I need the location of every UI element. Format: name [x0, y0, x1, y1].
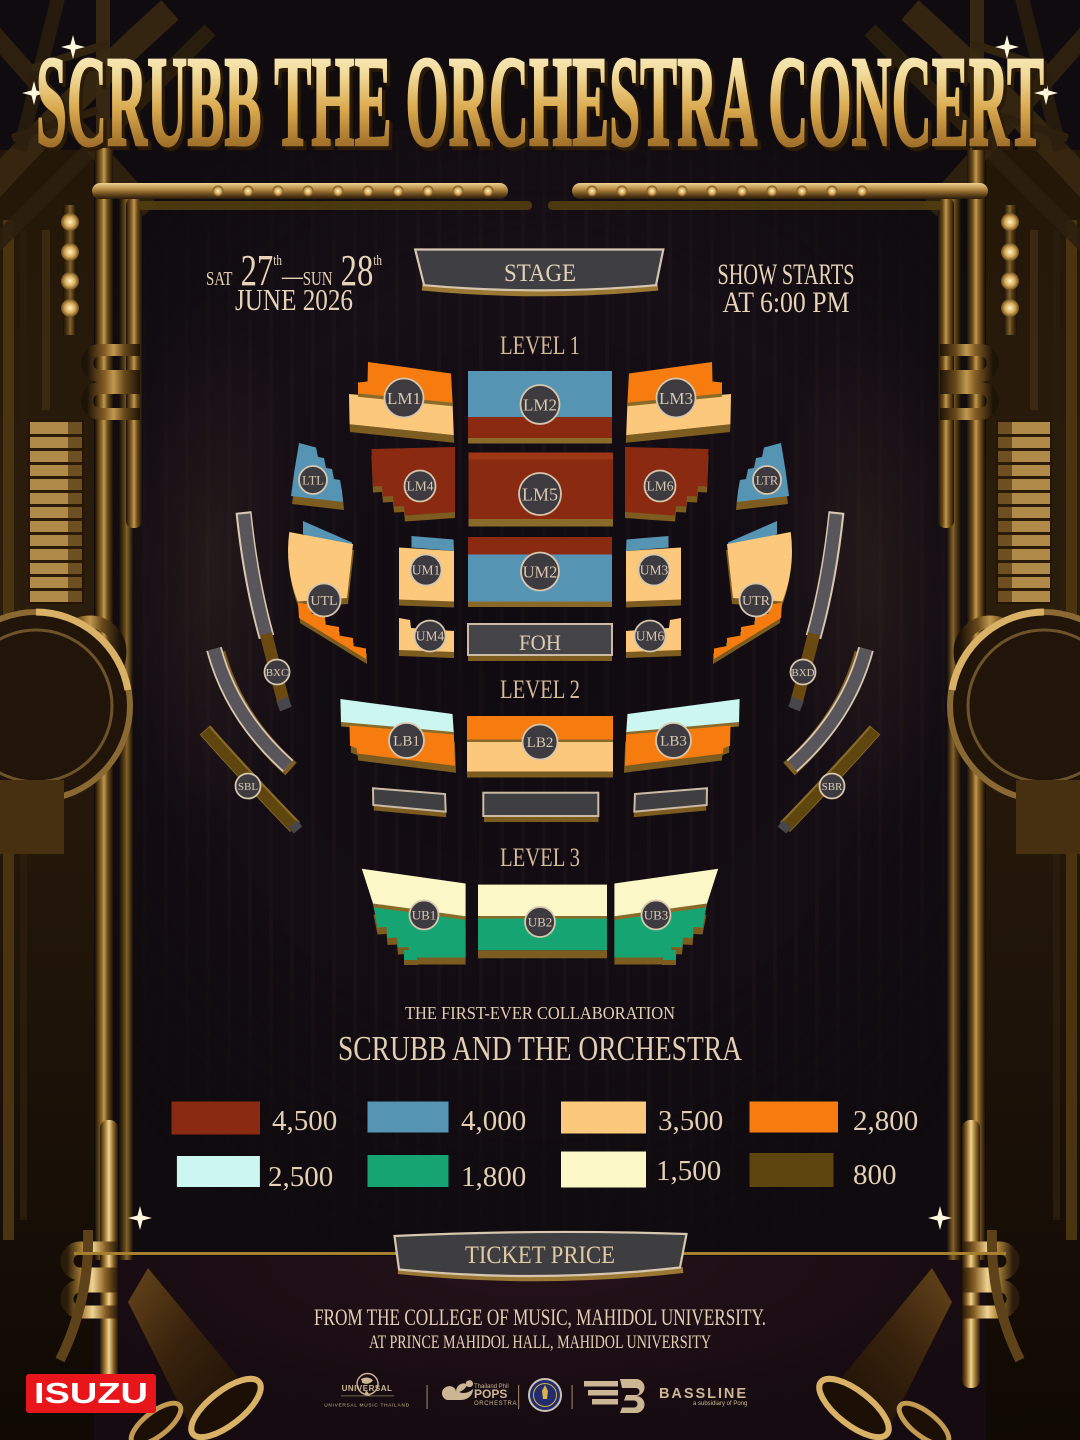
- svg-text:UTR: UTR: [742, 594, 771, 609]
- svg-text:SBR: SBR: [822, 781, 843, 793]
- svg-text:ISUZU: ISUZU: [34, 1378, 148, 1410]
- svg-text:LB2: LB2: [527, 735, 554, 751]
- svg-text:BASSLINE: BASSLINE: [659, 1385, 748, 1402]
- svg-text:UB3: UB3: [644, 908, 669, 923]
- svg-text:4,000: 4,000: [461, 1105, 526, 1137]
- svg-text:SCRUBB THE ORCHESTRA CONCERT: SCRUBB THE ORCHESTRA CONCERT: [36, 30, 1044, 174]
- svg-text:FROM THE COLLEGE OF MUSIC, MAH: FROM THE COLLEGE OF MUSIC, MAHIDOL UNIVE…: [314, 1305, 766, 1330]
- svg-text:UB1: UB1: [412, 908, 437, 923]
- svg-text:a subsidiary of Pong: a subsidiary of Pong: [693, 1401, 747, 1407]
- svg-text:SBL: SBL: [238, 781, 258, 793]
- svg-text:2,800: 2,800: [853, 1105, 918, 1137]
- svg-text:SCRUBB THE ORCHESTRA CONCERT: SCRUBB THE ORCHESTRA CONCERT: [39, 33, 1047, 177]
- svg-text:1,800: 1,800: [461, 1161, 526, 1193]
- svg-text:UNIVERSAL: UNIVERSAL: [342, 1384, 393, 1393]
- svg-text:LTR: LTR: [756, 474, 779, 488]
- svg-text:SHOW STARTS: SHOW STARTS: [718, 258, 855, 291]
- svg-text:BXC: BXC: [266, 667, 289, 679]
- svg-text:BXD: BXD: [791, 667, 814, 679]
- svg-text:LM5: LM5: [522, 485, 558, 505]
- svg-text:LTL: LTL: [302, 474, 324, 488]
- svg-text:ORCHESTRA: ORCHESTRA: [474, 1401, 517, 1407]
- svg-text:STAGE: STAGE: [504, 260, 576, 287]
- svg-text:SCRUBB AND THE ORCHESTRA: SCRUBB AND THE ORCHESTRA: [338, 1029, 743, 1068]
- svg-text:LM1: LM1: [387, 389, 421, 408]
- svg-text:UNIVERSAL MUSIC THAILAND: UNIVERSAL MUSIC THAILAND: [324, 1403, 410, 1409]
- svg-text:LB3: LB3: [660, 734, 687, 750]
- svg-text:AT 6:00 PM: AT 6:00 PM: [723, 286, 850, 319]
- svg-text:LM3: LM3: [659, 389, 693, 408]
- svg-text:LM6: LM6: [647, 479, 674, 494]
- svg-text:AT PRINCE MAHIDOL HALL, MAHIDO: AT PRINCE MAHIDOL HALL, MAHIDOL UNIVERSI…: [369, 1332, 711, 1353]
- svg-text:UM1: UM1: [412, 563, 441, 578]
- svg-text:UM4: UM4: [416, 629, 445, 644]
- svg-text:LB1: LB1: [393, 734, 420, 750]
- svg-text:JUNE 2026: JUNE 2026: [235, 282, 353, 317]
- svg-text:LEVEL 1: LEVEL 1: [500, 331, 580, 360]
- svg-text:POPS: POPS: [474, 1387, 507, 1401]
- svg-text:800: 800: [853, 1159, 897, 1191]
- svg-text:LEVEL 3: LEVEL 3: [500, 843, 580, 872]
- svg-text:4,500: 4,500: [272, 1105, 337, 1137]
- svg-text:FOH: FOH: [519, 630, 561, 655]
- svg-text:THE FIRST-EVER COLLABORATION: THE FIRST-EVER COLLABORATION: [405, 1003, 675, 1023]
- svg-text:UTL: UTL: [310, 594, 337, 609]
- svg-text:LEVEL 2: LEVEL 2: [500, 675, 580, 704]
- svg-text:3,500: 3,500: [658, 1105, 723, 1137]
- svg-text:1,500: 1,500: [656, 1155, 721, 1187]
- svg-text:UM2: UM2: [523, 563, 558, 582]
- svg-text:SAT 27th—SUN 28th: SAT 27th—SUN 28th: [206, 246, 382, 295]
- svg-text:UM6: UM6: [636, 629, 665, 644]
- svg-text:Thailand Phil: Thailand Phil: [474, 1384, 509, 1390]
- svg-text:LM2: LM2: [523, 396, 557, 415]
- svg-text:UB2: UB2: [528, 915, 553, 930]
- svg-text:TICKET PRICE: TICKET PRICE: [465, 1242, 615, 1269]
- svg-text:LM4: LM4: [407, 479, 434, 494]
- svg-text:2,500: 2,500: [268, 1161, 333, 1193]
- svg-text:UM3: UM3: [640, 563, 669, 578]
